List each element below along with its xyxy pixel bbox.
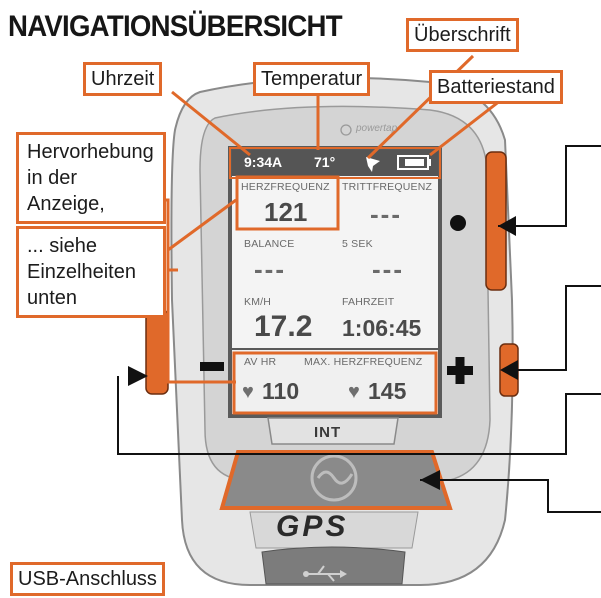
plus-icon: [447, 357, 473, 384]
battery-icon: [397, 155, 431, 170]
minus-icon: [200, 362, 224, 371]
gps-plate: [249, 511, 419, 549]
callout-highlight: Hervorhebung in der Anzeige,: [16, 132, 166, 224]
screen-footer-area: [232, 350, 438, 414]
satellite-icon: [366, 157, 380, 172]
callout-time: Uhrzeit: [83, 62, 163, 96]
heart-icon: ♥: [348, 381, 360, 403]
field-value-5sec: ---: [372, 254, 404, 284]
callout-header: Überschrift: [406, 18, 519, 52]
field-value-balance: ---: [254, 254, 286, 284]
right-top-button[interactable]: [485, 151, 507, 291]
field-label-cadence: TRITTFREQUENZ: [342, 181, 433, 193]
callout-battery: Batteriestand: [429, 70, 563, 104]
gps-label: GPS: [276, 510, 349, 543]
callout-details: ... siehe Einzelheiten unten: [16, 226, 166, 318]
callout-temperature: Temperatur: [253, 62, 371, 96]
callout-usb: USB-Anschluss: [10, 562, 165, 596]
int-tab: [267, 417, 399, 445]
brand-text: powertap: [356, 123, 398, 134]
footer-label-avg-hr: AV HR: [244, 356, 277, 368]
arrow-icon: [128, 216, 518, 490]
footer-label-max-hr: MAX. HERZFREQUENZ: [304, 356, 423, 368]
power-logo-icon: [340, 124, 352, 136]
field-value-speed: 17.2: [254, 310, 313, 343]
int-label: INT: [314, 424, 342, 441]
field-label-ride-time: FAHRZEIT: [342, 296, 395, 308]
connection-lines: [117, 145, 601, 513]
callout-highlight-line2: in der Anzeige,: [27, 167, 105, 215]
field-label-speed: KM/H: [244, 296, 272, 308]
callout-highlight-line1: Hervorhebung: [27, 141, 154, 163]
usb-icon: [303, 565, 347, 582]
left-side-button[interactable]: [145, 309, 169, 395]
field-value-cadence: ---: [370, 199, 402, 229]
status-time: 9:34A: [244, 154, 283, 170]
field-label-balance: BALANCE: [244, 238, 295, 250]
field-label-5sec: 5 SEK: [342, 238, 373, 250]
dot-icon: [450, 215, 466, 231]
usb-port-cover: [261, 546, 406, 585]
status-temperature: 71°: [314, 154, 336, 170]
heart-icon: ♥: [242, 381, 254, 403]
field-value-heart-rate: 121: [264, 197, 308, 227]
callout-details-line1: ... siehe: [27, 235, 98, 257]
field-value-ride-time: 1:06:45: [342, 315, 422, 341]
footer-value-avg-hr: 110: [262, 378, 300, 404]
highlight-box-status-bar: [229, 147, 441, 179]
power-logo-icon: [310, 454, 358, 502]
screen-status-bar: [232, 150, 438, 176]
page-title: NAVIGATIONSÜBERSICHT: [8, 10, 343, 43]
screen-main-area: [232, 176, 438, 348]
callout-details-line2: Einzelheiten: [27, 261, 136, 283]
footer-value-max-hr: 145: [368, 378, 407, 404]
field-label-heart-rate: HERZFREQUENZ: [241, 181, 330, 193]
callout-details-line3: unten: [27, 287, 78, 309]
